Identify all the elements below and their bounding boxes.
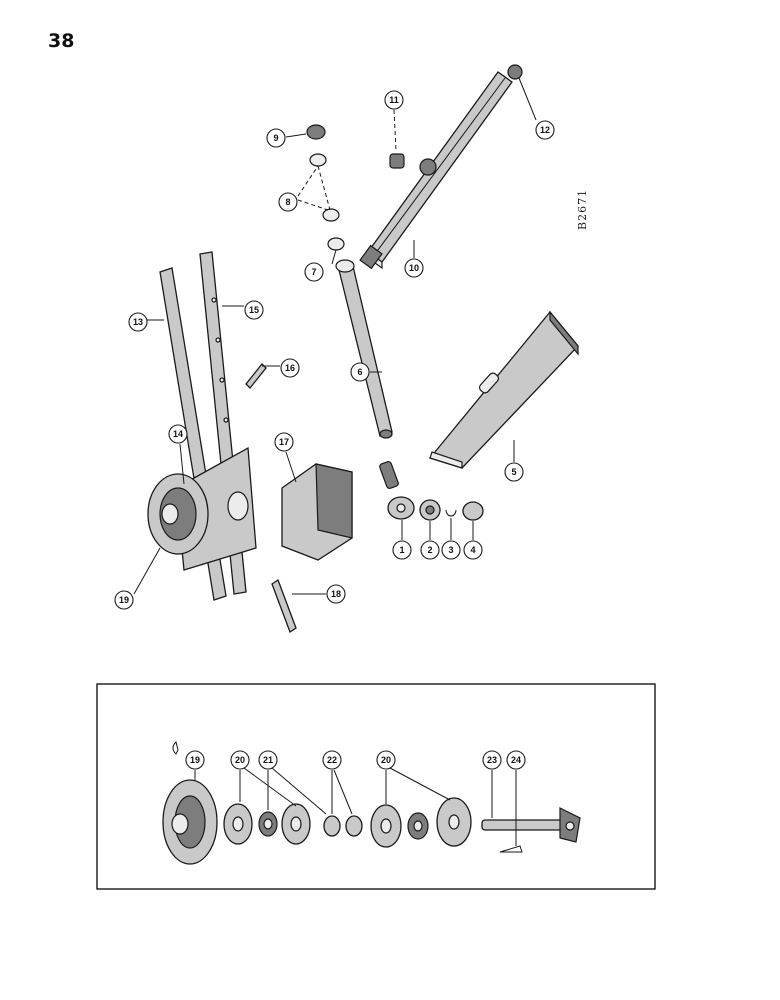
inset-callout-19: 19 [185, 750, 205, 770]
part-8-plug-b [322, 208, 340, 222]
svg-text:17: 17 [279, 437, 289, 447]
inset-washer-20e [436, 797, 472, 847]
inset-bearing-20d [407, 812, 429, 840]
inset-key [172, 741, 179, 755]
callout-17: 17 [274, 432, 294, 452]
svg-text:7: 7 [311, 267, 316, 277]
part-11-bushing [389, 153, 405, 169]
svg-text:6: 6 [357, 367, 362, 377]
part-8-plug-a [309, 153, 327, 167]
callout-8: 8 [278, 192, 298, 212]
part-18-strap [271, 579, 297, 633]
svg-text:11: 11 [389, 95, 399, 105]
callout-12: 12 [535, 120, 555, 140]
callout-18: 18 [326, 584, 346, 604]
svg-text:5: 5 [511, 467, 516, 477]
svg-text:8: 8 [285, 197, 290, 207]
inset-callout-23: 23 [482, 750, 502, 770]
callout-7: 7 [304, 262, 324, 282]
part-12-knob [507, 64, 523, 80]
callout-10: 10 [404, 258, 424, 278]
callout-16: 16 [280, 358, 300, 378]
inset-callout-20a: 20 [230, 750, 250, 770]
part-5-bracket [428, 310, 579, 469]
svg-text:15: 15 [249, 305, 259, 315]
inset-pulley-19 [162, 779, 218, 865]
part-17-cover [281, 463, 353, 561]
callout-2: 2 [420, 540, 440, 560]
callout-15: 15 [244, 300, 264, 320]
callout-11: 11 [384, 90, 404, 110]
part-9-cap [306, 124, 326, 140]
svg-text:9: 9 [273, 133, 278, 143]
svg-text:3: 3 [448, 545, 453, 555]
inset-callout-20b: 20 [376, 750, 396, 770]
svg-text:24: 24 [511, 755, 521, 765]
svg-text:18: 18 [331, 589, 341, 599]
inset-washer-20c [370, 804, 402, 848]
svg-text:22: 22 [327, 755, 337, 765]
callout-13: 13 [128, 312, 148, 332]
svg-text:20: 20 [381, 755, 391, 765]
part-4-cap [462, 501, 484, 521]
inset-callout-21: 21 [258, 750, 278, 770]
part-3-clip [445, 509, 457, 517]
callout-4: 4 [463, 540, 483, 560]
svg-text:19: 19 [190, 755, 200, 765]
svg-text:12: 12 [540, 125, 550, 135]
svg-text:23: 23 [487, 755, 497, 765]
svg-text:14: 14 [173, 429, 183, 439]
part-1-rod-end [379, 460, 415, 520]
inset-spacer-22b [345, 815, 363, 837]
svg-text:4: 4 [470, 545, 475, 555]
callout-1: 1 [392, 540, 412, 560]
callout-9: 9 [266, 128, 286, 148]
callout-3: 3 [441, 540, 461, 560]
svg-text:19: 19 [119, 595, 129, 605]
inset-pin-24 [499, 845, 523, 853]
inset-washer-20a [223, 803, 253, 845]
svg-text:16: 16 [285, 363, 295, 373]
part-16-link [245, 363, 267, 389]
inset-callout-22: 22 [322, 750, 342, 770]
page-number: 38 [48, 30, 75, 52]
svg-text:20: 20 [235, 755, 245, 765]
svg-text:21: 21 [263, 755, 273, 765]
inset-spacer-22a [323, 815, 341, 837]
part-6-shaft [335, 259, 393, 439]
callout-5: 5 [504, 462, 524, 482]
callout-6: 6 [350, 362, 370, 382]
inset-bearing-21 [258, 811, 278, 837]
part-2-bearing [419, 499, 441, 521]
callout-19: 19 [114, 590, 134, 610]
inset-washer-20b [281, 803, 311, 845]
svg-text:1: 1 [399, 545, 404, 555]
part-7-plug [327, 237, 345, 251]
svg-text:10: 10 [409, 263, 419, 273]
inset-callout-24: 24 [506, 750, 526, 770]
part-19-pulley [147, 473, 249, 555]
inset-bolt-23 [481, 807, 581, 843]
svg-text:2: 2 [427, 545, 432, 555]
svg-text:13: 13 [133, 317, 143, 327]
part-10-tube-arm [359, 71, 513, 270]
part-11-nut [419, 158, 437, 176]
callout-14: 14 [168, 424, 188, 444]
inset-frame [96, 683, 656, 890]
